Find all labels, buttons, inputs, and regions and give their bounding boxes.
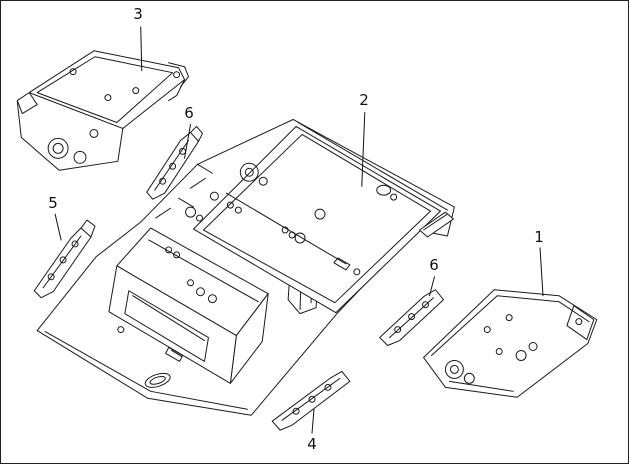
- callout-label-6-upper: 6: [184, 104, 194, 122]
- leader-line-1: [539, 247, 544, 297]
- callout-label-4: 4: [307, 435, 317, 453]
- leader-line-5: [54, 213, 62, 241]
- callout-label-1: 1: [534, 228, 544, 246]
- callout-label-6-lower: 6: [429, 256, 439, 274]
- callout-label-3: 3: [133, 5, 143, 23]
- leader-line-2: [361, 112, 366, 187]
- floor-pan-top-panel: [155, 125, 454, 314]
- callout-label-2: 2: [359, 91, 369, 109]
- leader-line-4: [311, 408, 315, 434]
- leader-line-6-upper: [184, 123, 192, 159]
- part-6-upper-rail: [146, 125, 203, 200]
- leader-lines: [54, 26, 544, 434]
- part-1-panel: [423, 289, 598, 398]
- leader-line-6-lower: [429, 276, 435, 297]
- part-4-rail: [271, 370, 351, 431]
- part-3-panel: [16, 50, 190, 171]
- callout-label-5: 5: [48, 194, 58, 212]
- part-6-lower-rail: [379, 289, 444, 347]
- part-5-rail: [33, 219, 96, 299]
- leader-line-3: [140, 26, 143, 72]
- floor-pan-riser-box: [108, 227, 269, 384]
